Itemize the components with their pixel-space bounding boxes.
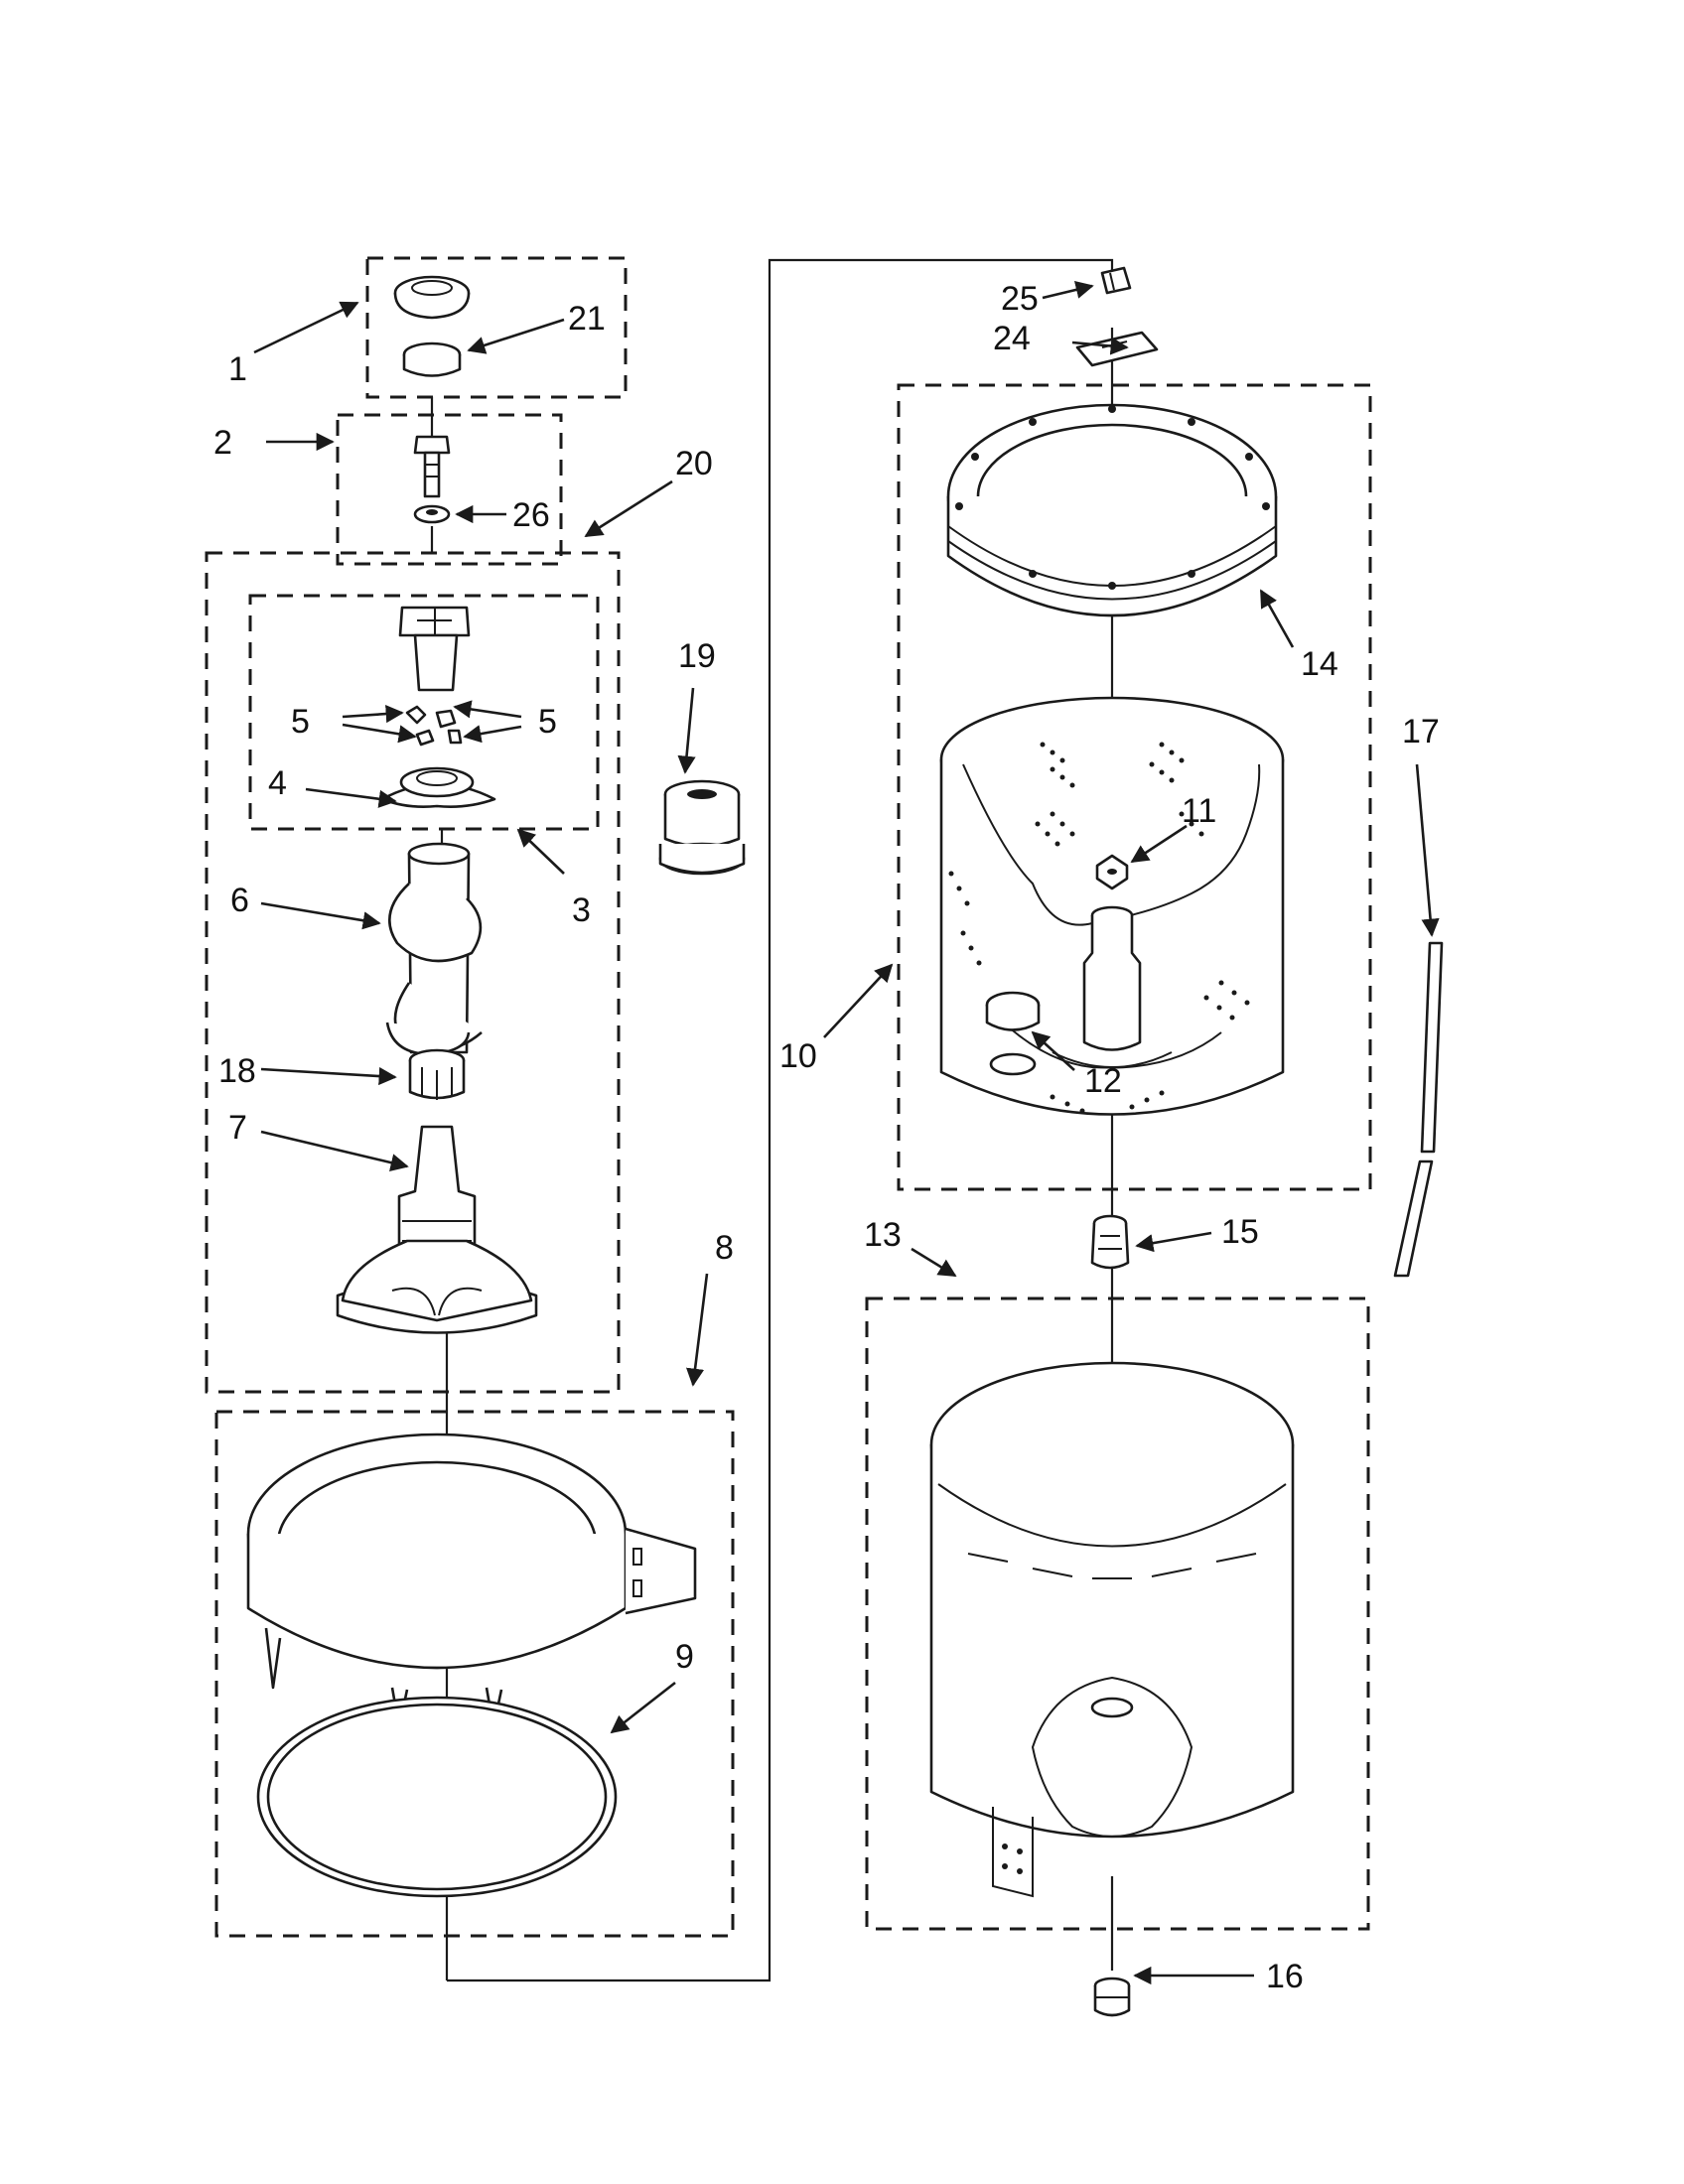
group-box-13: [865, 1297, 1370, 1931]
seal-ring-part: [402, 341, 462, 377]
agitator-dog-parts: [405, 705, 463, 747]
plug-part: [985, 991, 1041, 1076]
callout-4: 4: [268, 764, 287, 802]
group-box-20: [205, 551, 621, 1394]
drive-bushing-part: [1090, 1214, 1130, 1270]
group-box-8: [214, 1410, 735, 1938]
washer-part: [413, 504, 451, 524]
spanner-nut-part: [1095, 854, 1129, 890]
callout-11: 11: [1182, 792, 1216, 830]
drain-hose-part: [1393, 941, 1444, 1278]
bearing-part: [658, 779, 746, 876]
callout-5a: 5: [291, 703, 310, 741]
agitator-base-part: [336, 1125, 538, 1334]
callout-16: 16: [1266, 1958, 1304, 1995]
agitator-cam-part: [398, 606, 471, 692]
auger-part: [385, 842, 483, 1056]
callout-9: 9: [675, 1638, 694, 1676]
auger-bearing-part: [408, 1048, 466, 1100]
cam-part: [380, 766, 496, 808]
callout-2: 2: [213, 424, 232, 462]
wash-basket-part: [939, 696, 1285, 1116]
basket-perforations: [948, 742, 1250, 1114]
tub-slots: [967, 1553, 1257, 1579]
tub-ring-part: [246, 1433, 697, 1729]
group-box-3: [248, 594, 600, 831]
callout-26: 26: [512, 496, 550, 534]
callout-14: 14: [1301, 645, 1338, 683]
outer-tub-part: [929, 1361, 1295, 1898]
tub-seal-part: [1093, 1977, 1131, 2017]
callout-18: 18: [218, 1052, 256, 1090]
callout-12: 12: [1084, 1062, 1122, 1100]
callout-3: 3: [572, 891, 591, 929]
callout-17: 17: [1402, 713, 1440, 751]
bracket-part: [1075, 331, 1159, 367]
callout-20: 20: [675, 445, 713, 482]
group-box-10: [897, 383, 1372, 1191]
callout-25: 25: [1001, 280, 1039, 318]
leader-arrows: [253, 280, 1440, 1985]
callout-21: 21: [568, 300, 606, 338]
group-box-1: [365, 256, 628, 399]
callout-5b: 5: [538, 703, 557, 741]
callout-10: 10: [779, 1037, 817, 1075]
group-box-2: [336, 413, 563, 566]
callout-15: 15: [1221, 1213, 1259, 1251]
clip-part: [1100, 266, 1132, 295]
callout-24: 24: [993, 320, 1031, 357]
agitator-cap-part: [393, 275, 471, 320]
callout-19: 19: [678, 637, 716, 675]
bolt-part: [413, 435, 451, 498]
callout-1: 1: [228, 350, 247, 388]
callout-7: 7: [228, 1109, 247, 1147]
callout-13: 13: [864, 1216, 902, 1254]
callout-6: 6: [230, 882, 249, 919]
tub-gasket-part: [256, 1696, 618, 1898]
callout-8: 8: [715, 1229, 734, 1267]
balance-ring-part: [946, 403, 1278, 617]
